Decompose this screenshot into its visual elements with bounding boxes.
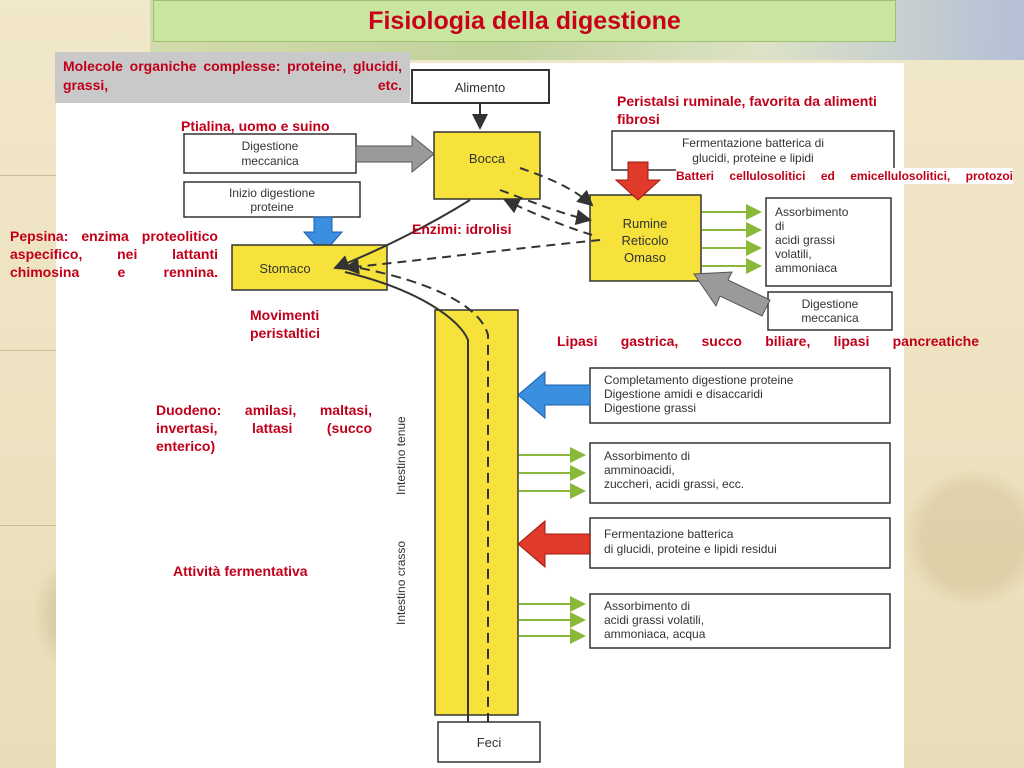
- red-arrow-rumine: [614, 161, 662, 201]
- inizio-digestione-box: [183, 181, 361, 218]
- digestione-meccanica-box: [183, 133, 357, 174]
- batteri-annotation: Batteri cellulosolitici ed emicellulosol…: [676, 168, 1013, 184]
- alimento-label: Alimento: [455, 80, 506, 95]
- digestione-meccanica-2-line1: Digestione: [802, 297, 859, 311]
- dashed-arrow: [519, 167, 594, 207]
- assorbimento-tenue-line1: Assorbimento di: [604, 449, 690, 463]
- intestine-column: [434, 309, 519, 716]
- rumine-box: [589, 194, 702, 282]
- completamento-line2: Digestione amidi e disaccaridi: [604, 387, 763, 401]
- fermentazione-residui-line2: di glucidi, proteine e lipidi residui: [604, 542, 777, 556]
- intestino-crasso-label: Intestino crasso: [394, 541, 408, 625]
- movimenti-annotation: Movimenti peristaltici: [250, 307, 321, 341]
- assorbimento-rumine-line1: Assorbimento: [775, 205, 849, 219]
- page-title: Fisiologia della digestione: [368, 6, 681, 35]
- digestione-meccanica-line2: meccanica: [241, 154, 299, 168]
- enzimi-annotation: Enzimi: idrolisi: [412, 221, 512, 237]
- assorbimento-crasso-line2: acidi grassi volatili,: [604, 613, 704, 627]
- molecole-box: Molecole organiche complesse: proteine, …: [55, 52, 410, 103]
- dashed-arrow: [499, 189, 592, 226]
- rumine-line3: Omaso: [624, 250, 666, 265]
- feci-label: Feci: [477, 735, 502, 750]
- bocca-box: [433, 131, 541, 200]
- gray-arrow-bocca: [355, 134, 435, 174]
- duodeno-annotation: Duodeno: amilasi, maltasi, invertasi, la…: [156, 402, 372, 454]
- digestione-meccanica-line1: Digestione: [242, 139, 299, 153]
- fermentazione-batterica-line1: Fermentazione batterica di: [682, 136, 824, 150]
- digestione-meccanica-2-box: [767, 291, 893, 331]
- side-divider: [0, 175, 56, 176]
- assorbimento-rumine-line4: volatili,: [775, 247, 812, 261]
- lipasi-annotation: Lipasi gastrica, succo biliare, lipasi p…: [557, 333, 979, 349]
- inizio-digestione-line1: Inizio digestione: [229, 186, 315, 200]
- assorbimento-rumine-box: [765, 197, 892, 287]
- molecole-annotation: Molecole organiche complesse: proteine, …: [63, 58, 402, 93]
- completamento-line1: Completamento digestione proteine: [604, 373, 794, 387]
- feci-box: [437, 721, 541, 763]
- dashed-arrow: [343, 239, 601, 275]
- assorbimento-crasso-line1: Assorbimento di: [604, 599, 690, 613]
- stomaco-label: Stomaco: [259, 261, 310, 276]
- title-bar: Fisiologia della digestione: [153, 0, 896, 42]
- dashed-arrow: [503, 198, 593, 236]
- assorbimento-rumine-line2: di: [775, 219, 784, 233]
- blue-arrow-stomaco: [302, 216, 344, 255]
- assorbimento-rumine-line5: ammoniaca: [775, 261, 837, 275]
- arrow-bocca-stomaco: [333, 199, 471, 271]
- arrow-stomaco-intestino: [344, 271, 476, 747]
- assorbimento-tenue-line2: amminoacidi,: [604, 463, 675, 477]
- side-divider: [0, 525, 56, 526]
- dashed-arrow-intestino: [359, 267, 496, 747]
- assorbimento-tenue-line3: zuccheri, acidi grassi, ecc.: [604, 477, 744, 491]
- ptialina-annotation: Ptialina, uomo e suino: [181, 118, 330, 134]
- rumine-line2: Reticolo: [622, 233, 669, 248]
- assorbimento-tenue-box: [589, 442, 891, 504]
- attivita-annotation: Attività fermentativa: [173, 563, 308, 579]
- digestione-meccanica-2-line2: meccanica: [801, 311, 859, 325]
- fermentazione-batterica-box: [611, 130, 895, 171]
- pepsina-annotation: Pepsina: enzima proteolitico aspecifico,…: [10, 228, 218, 280]
- inizio-digestione-line2: proteine: [250, 200, 294, 214]
- bocca-label: Bocca: [469, 151, 506, 166]
- fermentazione-batterica-line2: glucidi, proteine e lipidi: [692, 151, 813, 165]
- side-divider: [0, 350, 56, 351]
- blue-arrow-intestino: [517, 370, 591, 420]
- intestino-tenue-label: Intestino tenue: [394, 416, 408, 495]
- red-arrow-intestino: [517, 519, 591, 569]
- peristalsi-annotation: Peristalsi ruminale, favorita da aliment…: [617, 93, 877, 127]
- assorbimento-crasso-line3: ammoniaca, acqua: [604, 627, 706, 641]
- assorbimento-crasso-box: [589, 593, 891, 649]
- gray-arrow-rumine: [693, 271, 771, 317]
- completamento-line3: Digestione grassi: [604, 401, 696, 415]
- fermentazione-residui-line1: Fermentazione batterica: [604, 527, 734, 541]
- rumine-line1: Rumine: [623, 216, 668, 231]
- assorbimento-rumine-line3: acidi grassi: [775, 233, 835, 247]
